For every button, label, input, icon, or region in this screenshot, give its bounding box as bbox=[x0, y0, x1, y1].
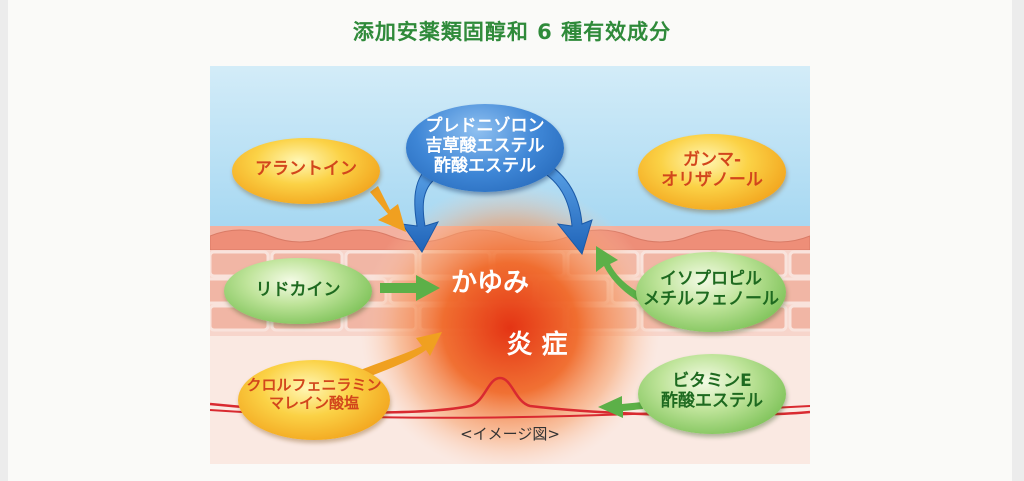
orange-arrow-chlorpheniramine bbox=[350, 332, 442, 382]
lidocaine-oval bbox=[224, 258, 372, 324]
gamma-oryzanol-line-1: ガンマ- bbox=[682, 150, 742, 170]
prednisolone-oval bbox=[406, 104, 564, 192]
page-title: 添加安薬類固醇和 6 種有效成分 bbox=[352, 20, 672, 44]
gamma-oryzanol-oval bbox=[638, 134, 786, 210]
prednisolone-line-1: プレドニゾロン bbox=[425, 116, 545, 136]
isopropylmethylphenol-oval bbox=[636, 252, 786, 332]
isopropylmethylphenol-line-1: イソプロピル bbox=[660, 269, 762, 289]
chlorpheniramine-line-1: クロルフェニラミン bbox=[246, 376, 382, 394]
inflammation-glow bbox=[360, 183, 660, 464]
lidocaine-label: リドカイン bbox=[255, 280, 341, 300]
chlorpheniramine-line-2: マレイン酸塩 bbox=[268, 393, 359, 412]
isopropylmethylphenol-label: イソプロピル メチルフェノール bbox=[636, 269, 786, 309]
prednisolone-line-2: 吉草酸エステル bbox=[425, 136, 545, 157]
prednisolone-label: プレドニゾロン 吉草酸エステル 酢酸エステル bbox=[406, 116, 564, 176]
green-arrow-isopropyl bbox=[596, 246, 646, 302]
chlorpheniramine-label: クロルフェニラミン マレイン酸塩 bbox=[238, 376, 390, 412]
chlorpheniramine-oval bbox=[238, 360, 390, 440]
vitamin-e-label: ビタミンE 酢酸エステル bbox=[638, 371, 786, 411]
vitamin-e-oval bbox=[638, 354, 786, 434]
allantoin-oval bbox=[232, 138, 380, 204]
orange-arrow-allantoin bbox=[370, 186, 406, 232]
isopropylmethylphenol-line-2: メチルフェノール bbox=[643, 289, 779, 310]
green-arrow-vitamin-e bbox=[598, 396, 643, 418]
gamma-oryzanol-label: ガンマ- オリザノール bbox=[638, 150, 786, 190]
itch-label: かゆみ bbox=[450, 268, 529, 298]
blue-arrow-left bbox=[400, 161, 443, 253]
image-caption: <イメージ図> bbox=[460, 425, 560, 443]
allantoin-label: アラントイン bbox=[255, 159, 357, 179]
blue-arrow-right bbox=[529, 157, 593, 256]
inflammation-label: 炎 症 bbox=[506, 330, 568, 360]
vitamin-e-line-1: ビタミンE bbox=[672, 371, 752, 391]
green-arrow-lidocaine bbox=[380, 275, 440, 301]
vitamin-e-line-2: 酢酸エステル bbox=[661, 391, 763, 412]
gamma-oryzanol-line-2: オリザノール bbox=[661, 170, 763, 191]
prednisolone-line-3: 酢酸エステル bbox=[434, 156, 536, 177]
image-diagram: プレドニゾロン 吉草酸エステル 酢酸エステル アラントイン ガンマ- オリザノー… bbox=[210, 66, 810, 464]
